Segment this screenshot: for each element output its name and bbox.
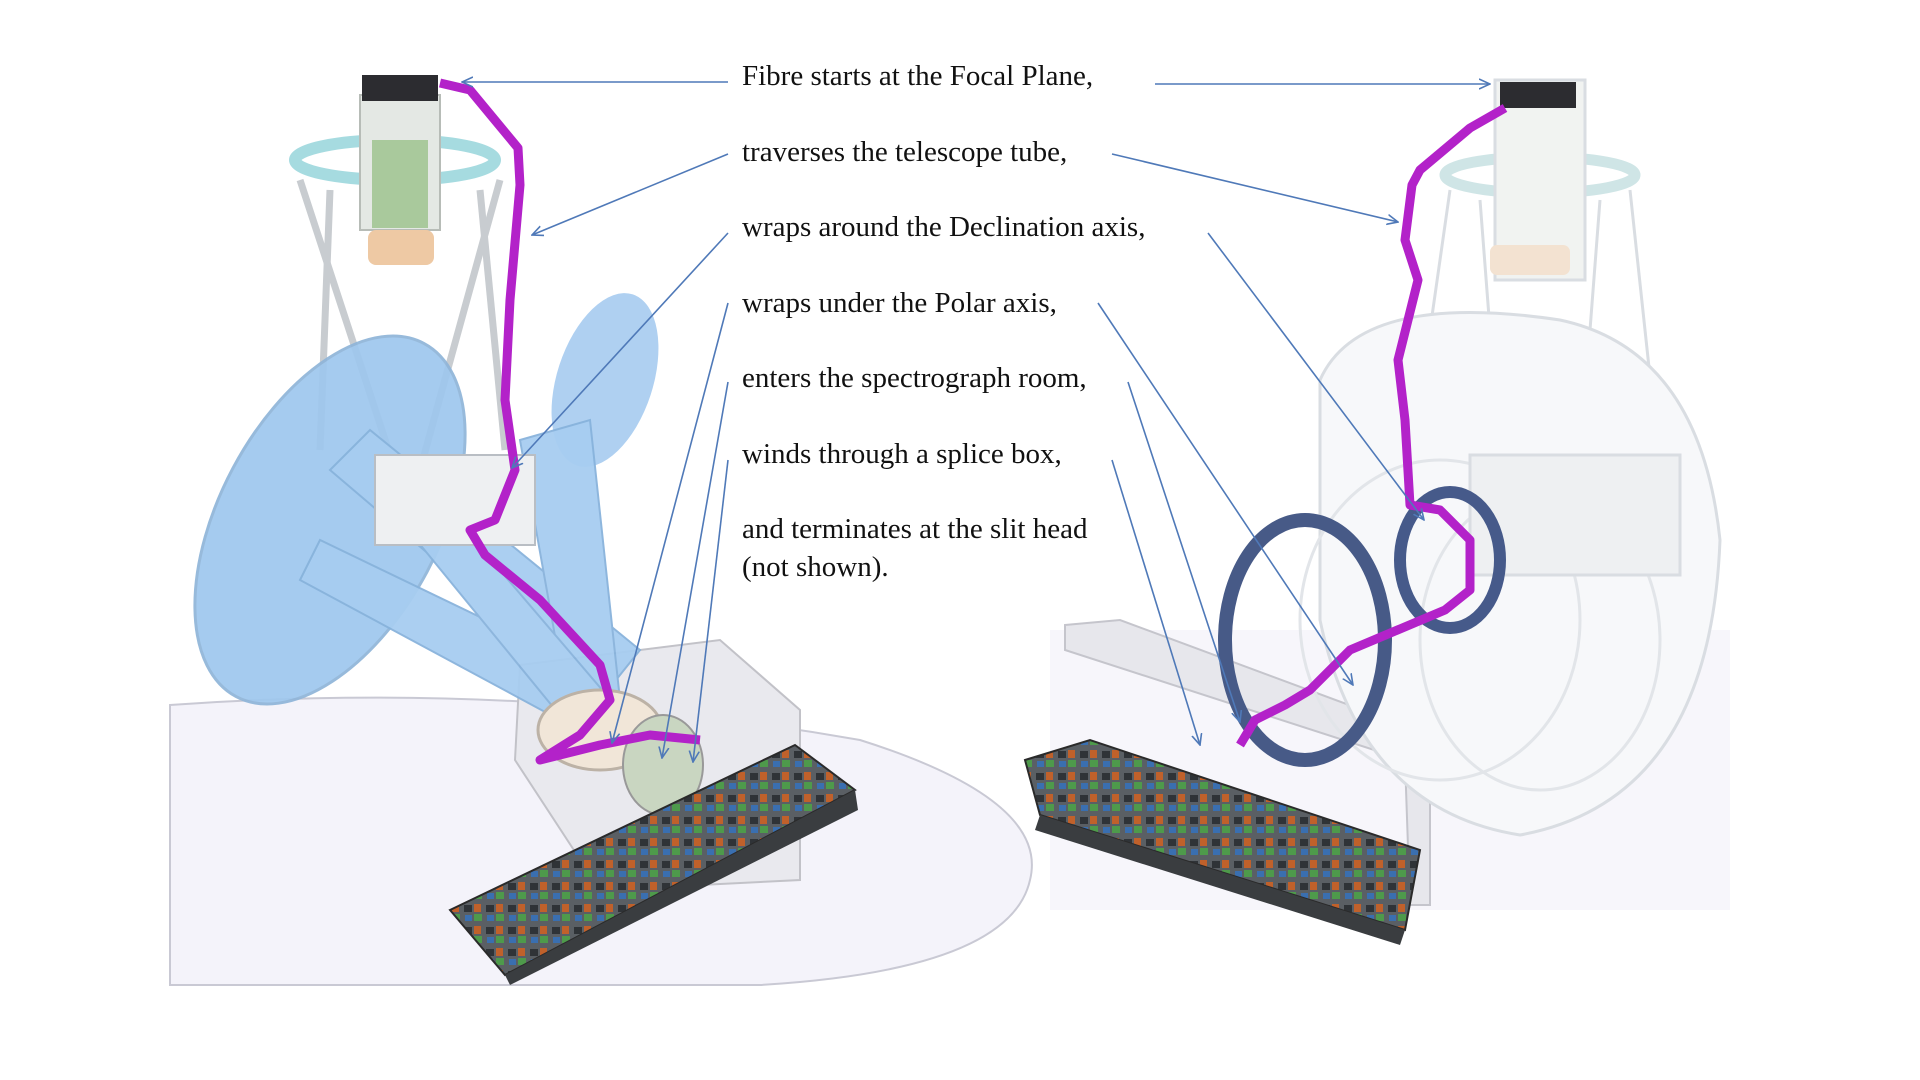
left-fibre-route	[438, 78, 701, 765]
arrow-room-right	[1127, 381, 1240, 722]
annotation-arrows	[462, 82, 1490, 762]
caption-slit-head: and terminates at the slit head	[742, 513, 1088, 545]
left-mount-arms	[298, 418, 642, 742]
caption-splice-box: winds through a splice box,	[742, 438, 1062, 470]
arrow-room-left	[662, 381, 729, 758]
right-spectrograph-bench	[1023, 738, 1422, 932]
caption-not-shown: (not shown).	[742, 551, 889, 583]
arrow-splice-right	[1111, 459, 1200, 745]
arrow-declination-left	[512, 232, 729, 468]
arrow-splice-left	[693, 459, 729, 762]
caption-declination-axis: wraps around the Declination axis,	[742, 211, 1146, 243]
arrow-declination-right	[1207, 232, 1424, 520]
caption-telescope-tube: traverses the telescope tube,	[742, 136, 1068, 168]
arrow-polar-left	[612, 302, 729, 743]
left-telescope-view	[169, 75, 1033, 986]
left-central-block	[374, 454, 536, 546]
arrow-tube-left	[532, 153, 729, 235]
arrow-polar-right	[1097, 302, 1353, 685]
right-telescope-view	[1023, 78, 1730, 945]
right-declination-ring	[1394, 486, 1506, 634]
left-focal-plane	[362, 75, 438, 101]
right-fibre-route	[1236, 104, 1508, 748]
right-focal-plane	[1500, 82, 1576, 108]
caption-focal-plane: Fibre starts at the Focal Plane,	[742, 60, 1094, 92]
caption-polar-axis: wraps under the Polar axis,	[742, 287, 1057, 319]
arrow-tube-right	[1111, 153, 1398, 222]
caption-spectrograph-room: enters the spectrograph room,	[742, 362, 1087, 394]
right-room-wall	[1064, 618, 1431, 906]
